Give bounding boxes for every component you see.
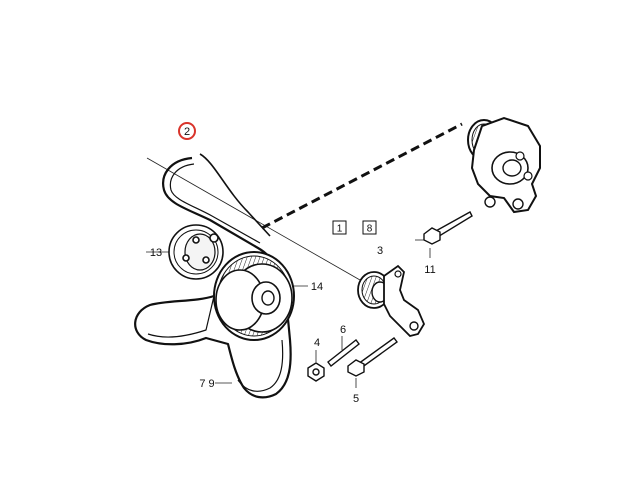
callout-5: 5 (353, 393, 359, 405)
callout-6: 6 (340, 324, 346, 336)
callout-2: 2 (184, 126, 190, 138)
callout-11: 11 (424, 264, 435, 276)
idler-pulley-13 (168, 224, 224, 280)
bolt-11 (423, 211, 473, 245)
callout-2-ring (178, 122, 196, 140)
crankshaft-pulley-14 (213, 251, 295, 341)
callout-1: 1 (337, 224, 343, 235)
callout-3: 3 (377, 245, 383, 257)
drive-belt (134, 153, 292, 399)
callout-leaders (215, 248, 431, 388)
callout-1-box (332, 220, 347, 235)
callout-14: 14 (311, 281, 323, 293)
callout-13: 13 (150, 247, 162, 259)
dashed-leader-line (261, 122, 463, 230)
bolt-5 (347, 337, 398, 377)
callout-7-9: 7 9 (199, 378, 214, 390)
callout-8-box (362, 220, 377, 235)
tensioner-pulley-3 (357, 264, 426, 337)
nut-4 (307, 362, 325, 382)
callout-4: 4 (314, 337, 320, 349)
belt-tensioner-assembly (467, 116, 541, 214)
bolt-6 (327, 339, 360, 367)
callout-8: 8 (367, 224, 373, 235)
